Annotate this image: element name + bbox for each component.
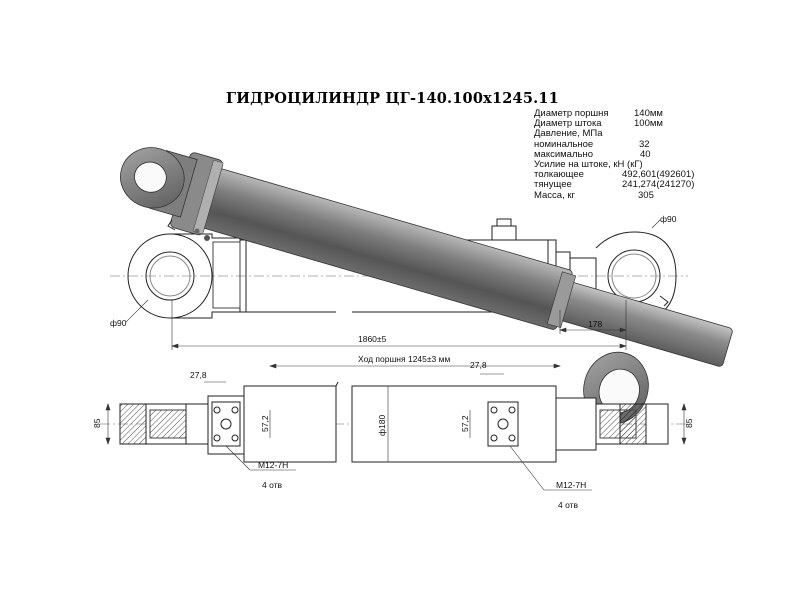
spec-value: 140мм (634, 108, 663, 119)
spec-row-piston-diameter: Диаметр поршня 140мм (534, 108, 734, 119)
left-bearing-section (119, 403, 147, 445)
plan-view (100, 381, 694, 463)
spec-value: 241,274(241270) (622, 179, 695, 191)
spec-row-max-pressure: максимально 40 (534, 148, 734, 160)
spec-label: Масса, кг (534, 189, 575, 201)
dim-eye-dia-left: ф90 (110, 318, 127, 328)
plan-tube (351, 385, 557, 463)
left-eye-bore (145, 251, 195, 301)
cylinder-3d-render (120, 147, 733, 425)
dim-holes-left: 4 отв (262, 480, 283, 490)
dim-port-spacing-left: 57,2 (260, 415, 270, 432)
spec-row-force-heading: Усилие на штоке, кН (кГ) (534, 158, 734, 170)
dimensions-top (125, 219, 661, 369)
spec-row-rod-diameter: Диаметр штока 100мм (534, 118, 734, 130)
dim-width-right: 85 (684, 418, 694, 428)
dim-port-offset-left: 27,8 (190, 370, 207, 380)
spec-label: номинальное (534, 138, 594, 150)
spec-label: Диаметр поршня (534, 108, 609, 119)
dimension-labels-plan: 85 85 27,8 27,8 57,2 57,2 ф180 M12-7H 4 … (92, 360, 694, 510)
dim-stroke: Ход поршня 1245±3 мм (358, 354, 450, 364)
cylinder-tube (200, 168, 573, 330)
spec-value: 305 (638, 189, 654, 201)
spec-label: толкающее (534, 169, 584, 181)
dim-holes-right: 4 отв (558, 500, 579, 510)
spec-row-pull-force: тянущее 241,274(241270) (534, 180, 734, 190)
specification-table: Диаметр поршня 140мм Диаметр штока 100мм… (534, 108, 734, 201)
dim-total-length: 1860±5 (358, 334, 387, 344)
spec-label: Диаметр штока (534, 118, 602, 130)
dimensions-plan (105, 373, 687, 491)
dim-thread-right: M12-7H (556, 480, 586, 490)
spec-value: 32 (639, 138, 650, 150)
dimension-labels-top: ф90 ф90 178 1860±5 Ход поршня 1245±3 мм (110, 214, 677, 364)
dim-width-left: 85 (92, 418, 102, 428)
spec-row-push-force: толкающее 492,601(492601) (534, 169, 734, 181)
spec-row-mass: Масса, кг 305 (534, 189, 734, 201)
dim-port-offset-right: 27,8 (470, 360, 487, 370)
dim-port-spacing-right: 57,2 (460, 415, 470, 432)
spec-label: тянущее (534, 179, 572, 191)
spec-label: Усилие на штоке, кН (кГ) (534, 158, 643, 170)
dim-eye-dia-right: ф90 (660, 214, 677, 224)
spec-value: 100мм (634, 118, 663, 130)
dim-rod-eye-length: 178 (588, 319, 602, 329)
spec-label: максимально (534, 148, 593, 160)
dim-body-diameter: ф180 (377, 415, 387, 436)
spec-value: 40 (640, 148, 651, 160)
dim-thread-left: M12-7H (258, 460, 288, 470)
spec-label: Давление, МПа (534, 128, 603, 140)
spec-value: 492,601(492601) (622, 169, 695, 181)
spec-row-nominal-pressure: номинальное 32 (534, 138, 734, 150)
drawing-title: ГИДРОЦИЛИНДР ЦГ-140.100x1245.11 (226, 90, 559, 107)
spec-row-pressure-heading: Давление, МПа (534, 129, 734, 139)
